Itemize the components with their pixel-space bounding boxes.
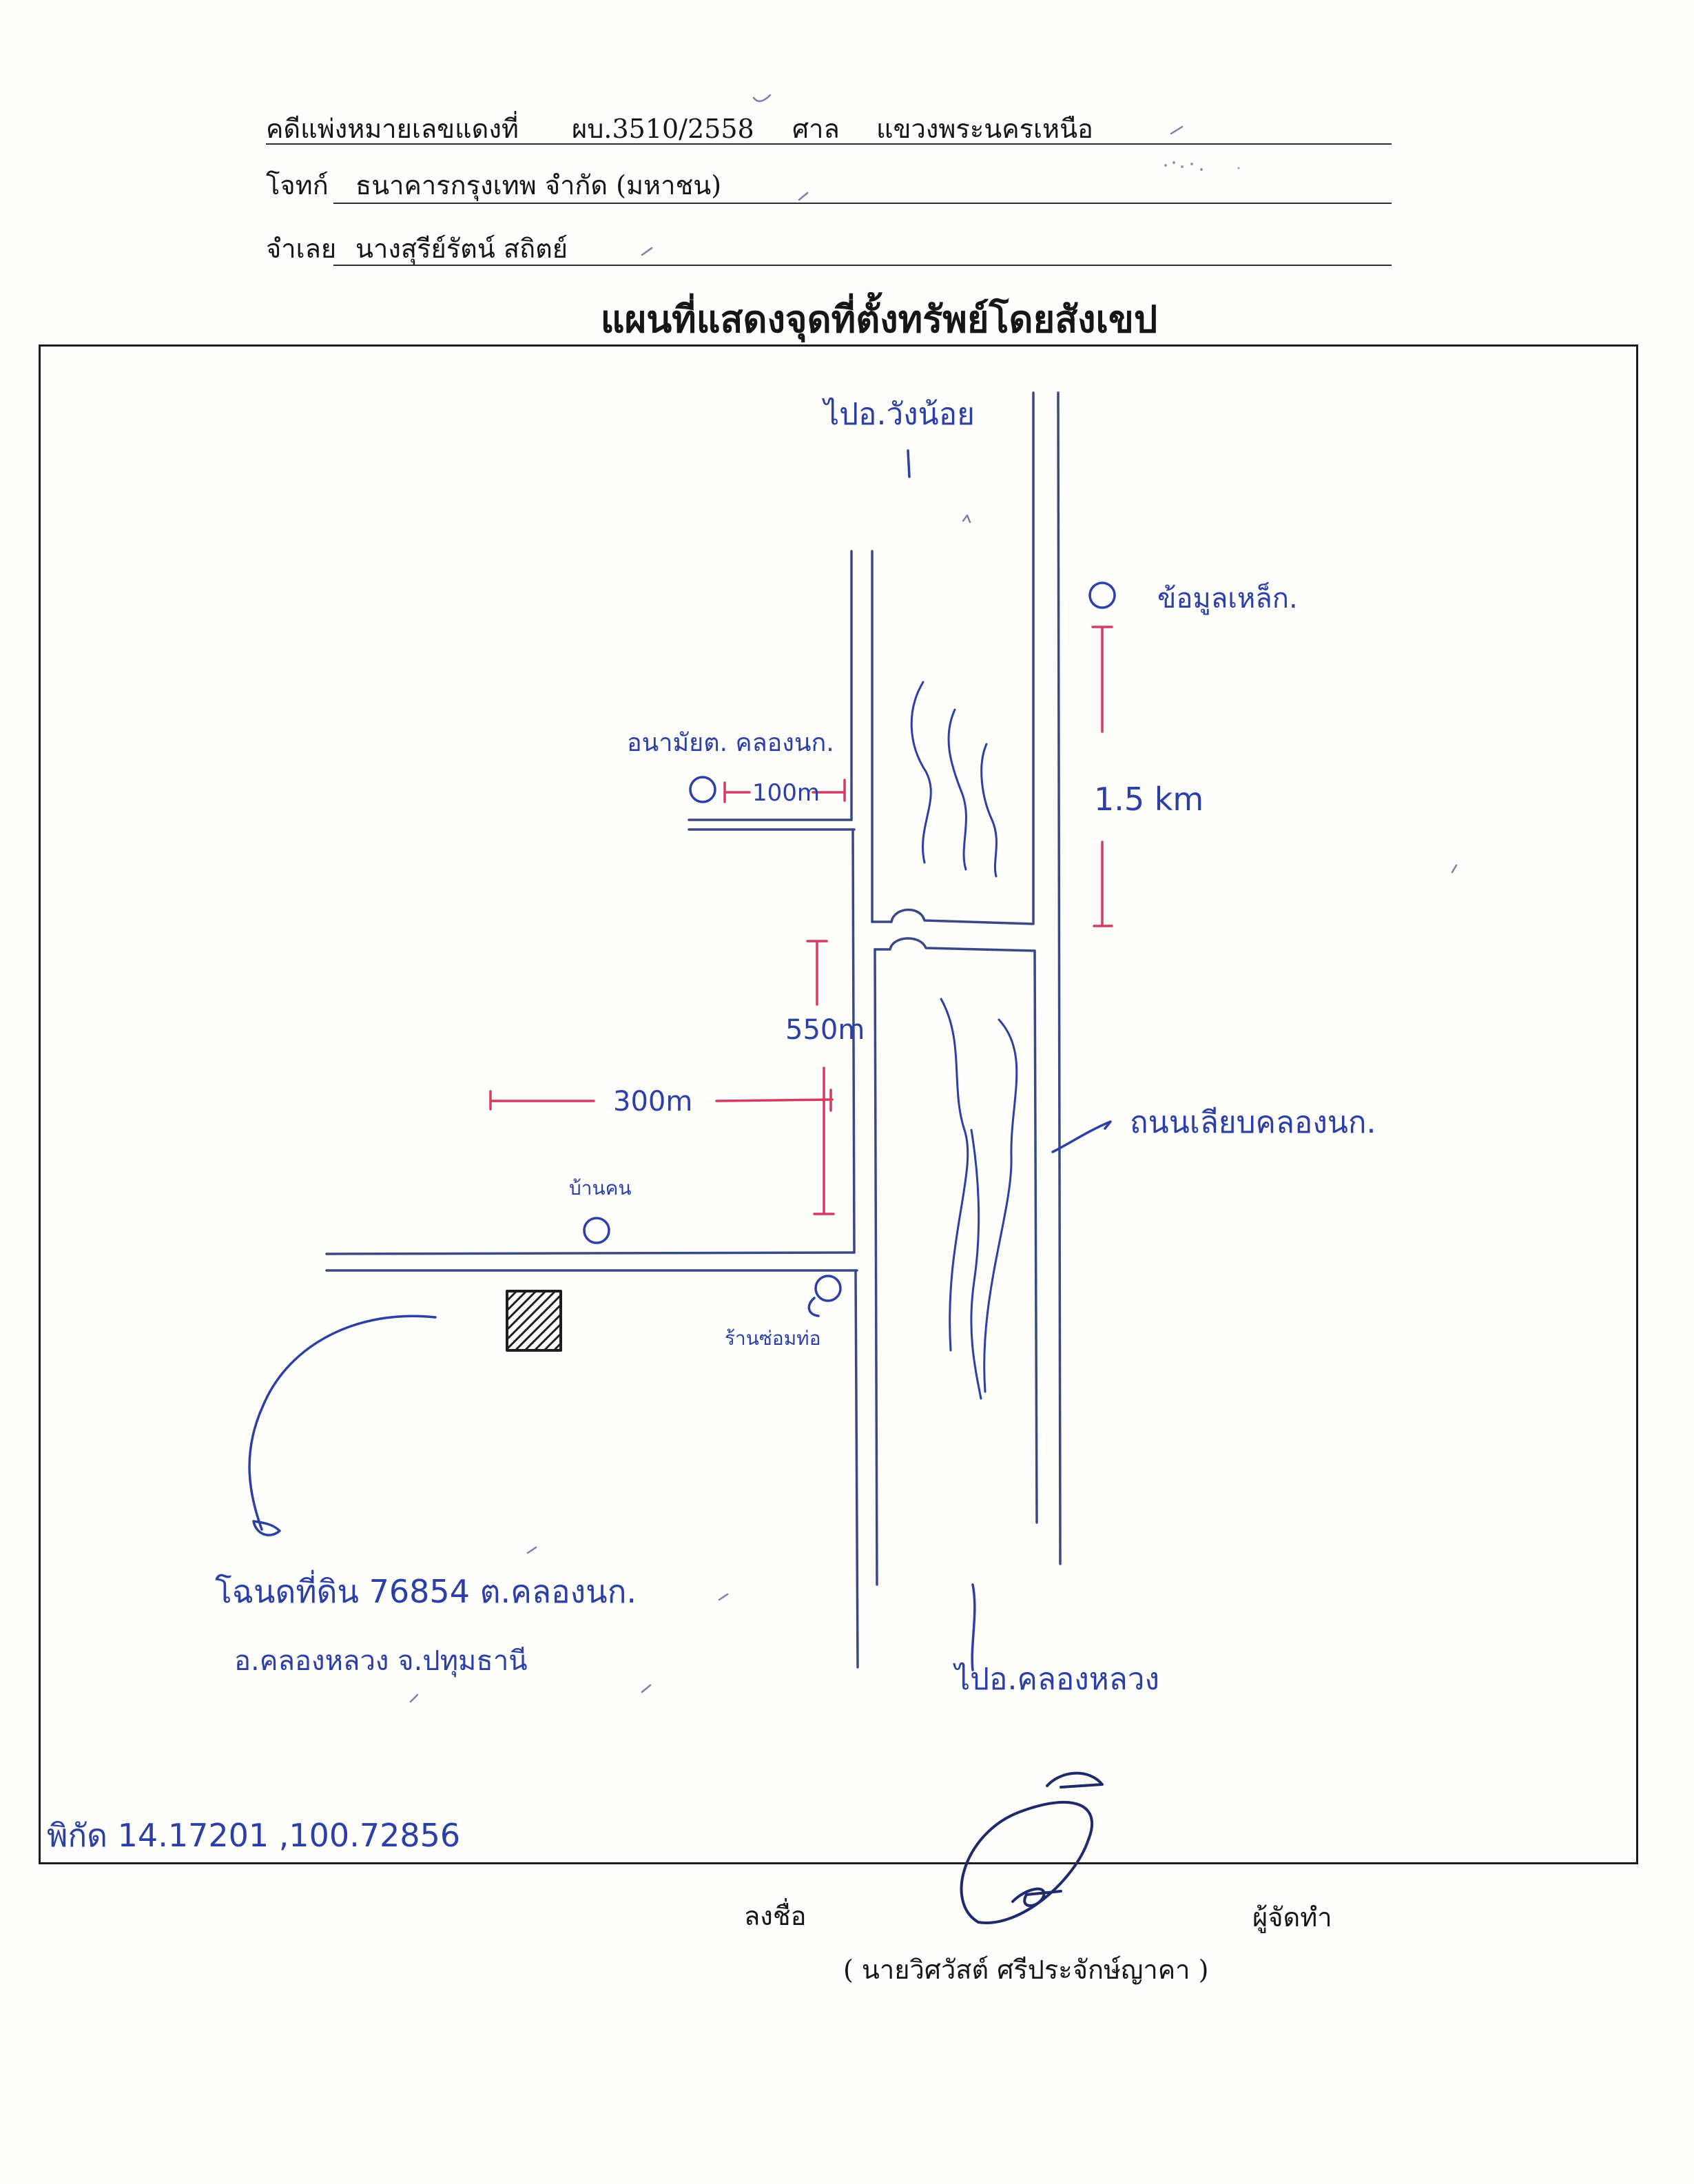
stray-marks xyxy=(409,94,1458,1703)
distance-measure-lines xyxy=(489,626,1113,1215)
landmark-markers xyxy=(583,581,1116,1317)
court-label: ศาล xyxy=(792,114,840,144)
label-health-center: อนามัยต. คลองนก. xyxy=(627,729,834,757)
label-distance-550m: 550m xyxy=(785,1014,865,1046)
stray-mark xyxy=(718,1593,729,1601)
map-frame xyxy=(39,344,1638,1864)
bridge-bottom-edge xyxy=(874,937,1036,952)
canal-west-bank-lower xyxy=(874,948,878,1586)
handwritten-labels: ไปอ.วังน้อย ข้อมูลเหล็ก. อนามัยต. คลองนก… xyxy=(47,397,1376,1854)
defendant-label: จำเลย xyxy=(266,234,337,264)
stray-mark xyxy=(409,1693,419,1703)
handwritten-signature xyxy=(960,1771,1104,1924)
bridge-top-edge xyxy=(871,908,1035,925)
label-deed-line-1: โฉนดที่ดิน 76854 ต.คลองนก. xyxy=(215,1569,637,1610)
pipe-shop-marker-tail xyxy=(807,1297,820,1317)
sign-label: ลงชื่อ xyxy=(744,1901,807,1931)
label-distance-1-5km: 1.5 km xyxy=(1094,781,1204,818)
east-road-outer-edge xyxy=(1057,391,1062,1565)
health-center-marker xyxy=(689,776,716,803)
label-gps-coordinates: พิกัด 14.17201 ,100.72856 xyxy=(47,1817,460,1854)
stray-mark xyxy=(526,1546,537,1554)
label-deed-line-2: อ.คลองหลวง จ.ปทุมธานี xyxy=(234,1645,528,1678)
measure-1-5km-top xyxy=(1091,626,1113,733)
measure-100m-right xyxy=(812,779,846,802)
label-to-wang-noi: ไปอ.วังน้อย xyxy=(822,397,975,432)
stray-mark xyxy=(962,514,971,524)
defendant-underline xyxy=(333,265,1392,266)
label-steel-shop: ข้อมูลเหล็ก. xyxy=(1157,581,1298,615)
scan-smudge xyxy=(1164,161,1240,171)
stray-mark xyxy=(641,1684,652,1693)
stray-mark xyxy=(752,94,772,103)
road-and-canal-lines xyxy=(325,391,1062,1669)
plaintiff-name: ธนาคารกรุงเทพ จำกัด (มหาชน) xyxy=(355,170,722,200)
side-road-south-top-edge xyxy=(325,1251,856,1255)
water-squiggle xyxy=(940,998,969,1352)
smudge-dot xyxy=(1190,163,1193,165)
stray-mark xyxy=(798,192,809,201)
map-title: แผนที่แสดงจุดที่ตั้งทรัพย์โดยสังเขป xyxy=(600,297,1158,341)
water-squiggle xyxy=(947,708,967,871)
measure-1-5km-bottom xyxy=(1093,841,1113,927)
smudge-dot xyxy=(1200,168,1203,171)
water-squiggle xyxy=(980,743,998,878)
smudge-dot xyxy=(1237,167,1240,169)
property-plot xyxy=(506,1290,562,1352)
preparer-name: ( นายวิศวัสต์ ศรีประจักษ์ญาคา ) xyxy=(843,1955,1209,1985)
property-pointer-arrow xyxy=(248,1315,437,1531)
pipe-shop-marker xyxy=(814,1275,842,1302)
label-distance-100m: 100m xyxy=(752,779,820,807)
plaintiff-underline xyxy=(333,203,1392,204)
west-road-edge-middle xyxy=(851,828,856,1254)
property-pointer-arrowhead xyxy=(252,1520,281,1536)
measure-550m-top xyxy=(806,940,828,1006)
label-house: บ้านคน xyxy=(569,1177,632,1199)
measure-300m-left xyxy=(489,1090,595,1111)
road-label-pointer xyxy=(1051,1120,1112,1153)
west-road-edge-lower xyxy=(854,1269,859,1669)
signature-top-arc xyxy=(1046,1771,1104,1789)
measure-100m-left xyxy=(723,781,751,803)
signature-inner-stroke xyxy=(1011,1887,1062,1907)
preparer-role: ผู้จัดทำ xyxy=(1252,1902,1332,1933)
north-direction-arrow xyxy=(907,449,911,478)
smudge-dot xyxy=(1181,165,1184,168)
stray-mark xyxy=(1170,125,1184,135)
canal-water-marks xyxy=(910,681,1018,1400)
label-pipe-shop: ร้านซ่อมท่อ xyxy=(725,1327,820,1350)
water-squiggle xyxy=(983,1018,1018,1393)
measure-300m-right xyxy=(715,1089,834,1112)
east-road-inner-edge-lower xyxy=(1033,949,1038,1524)
house-marker xyxy=(583,1217,610,1244)
south-direction-arrow xyxy=(971,1583,976,1671)
defendant-name: นางสุรีย์รัตน์ สถิตย์ xyxy=(355,234,568,264)
property-hatch xyxy=(506,1290,562,1352)
smudge-dot xyxy=(1164,164,1167,167)
label-distance-300m: 300m xyxy=(613,1086,692,1117)
direction-arrows xyxy=(248,449,1112,1671)
case-number-underline xyxy=(266,143,1392,145)
water-squiggle xyxy=(970,1129,982,1400)
steel-shop-marker xyxy=(1088,581,1116,609)
smudge-dot xyxy=(1173,161,1175,164)
measure-550m-bottom xyxy=(813,1067,835,1215)
label-to-khlong-luang: ไปอ.คลองหลวง xyxy=(953,1662,1159,1697)
stray-mark xyxy=(1451,864,1458,874)
water-squiggle xyxy=(910,681,932,864)
stray-mark xyxy=(641,247,653,256)
case-number-value: ผบ.3510/2558 xyxy=(572,114,754,144)
label-road-name: ถนนเลียบคลองนก. xyxy=(1130,1105,1376,1140)
court-name: แขวงพระนครเหนือ xyxy=(876,114,1093,144)
plaintiff-label: โจทก์ xyxy=(266,170,329,200)
case-number-label: คดีแพ่งหมายเลขแดงที่ xyxy=(266,114,519,144)
